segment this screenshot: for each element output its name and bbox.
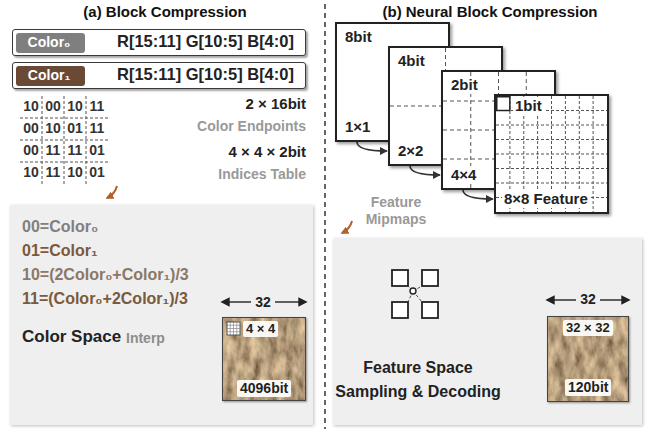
index-cell: 11 [42,164,64,181]
size-caption: Indices Table [116,166,306,183]
interp-panel: 00=Color₀ 01=Color₁ 10=(2Color₀+Color₁)/3 1… [10,205,313,425]
node-text: 00=Color₀ [22,217,98,236]
decode-panel: Feature SpaceSampling & Decoding 32 × 32… [333,238,642,425]
node-text: R[15:11] G[10:5] B[4:0] [117,32,294,52]
mipmap-arrow [463,190,493,199]
panel-divider [324,4,326,429]
node-text: 120bit [565,379,611,396]
flow-arrow [342,221,352,233]
texture-fill [548,317,628,401]
size-caption: Color Endpoints [116,118,306,135]
node-text: Feature Space [333,358,503,377]
node-text: R[15:11] G[10:5] B[4:0] [117,65,294,85]
index-cell: 11 [64,142,86,159]
index-cell: 10 [64,164,86,181]
node-text: 11=(Color₀+2Color₁)/3 [22,289,188,308]
mipmap-arrow [410,166,440,175]
index-cell: 00 [42,98,64,115]
index-cell: 00 [20,142,42,159]
index-cell: 01 [86,164,108,181]
color-chip: Color₁ [16,66,85,86]
node-text: 2×2 [396,142,425,160]
width-label: 32 [572,291,604,308]
index-cell: 10 [42,120,64,137]
index-cell: 11 [42,142,64,159]
node-text: Color Space [22,327,121,347]
index-cell: 10 [64,98,86,115]
width-label: 32 [247,294,279,311]
color-chip: Color₀ [16,33,85,53]
node-text: 1bit [513,97,544,115]
node-text: 4096bit [237,380,291,397]
panel-title: (a) Block Compression [10,3,320,21]
node-text: 10=(2Color₀+Color₁)/3 [22,265,189,284]
index-cell: 11 [86,120,108,137]
node-text: 8bit [343,28,374,46]
size-note: 4 × 4 × 2bit [116,143,306,161]
node-text: 1×1 [343,118,372,136]
node-text: 8×8 Feature [502,190,590,208]
node-text: 4 × 4 [243,321,278,337]
mipmap-arrow [357,142,387,151]
texture-tile: 32 × 32 120bit [547,316,629,402]
panel-title: (b) Neural Block Compression [330,3,650,21]
index-cell: 10 [20,98,42,115]
node-text: 2bit [449,76,480,94]
texture-tile: 4 × 4 4096bit [222,317,306,401]
node-text: 01=Color₁ [22,241,98,260]
texture-fill [223,318,305,400]
index-cell: 00 [20,120,42,137]
feature-grid: 1bit 8×8 Feature [494,94,609,214]
endpoint-bar: R[15:11] G[10:5] B[4:0] Color₀ [12,29,306,56]
node-text: Color₁ [16,67,82,84]
node-text: 4×4 [449,166,478,184]
node-text: 32 × 32 [563,320,613,336]
size-note: 2 × 16bit [116,95,306,113]
index-cell: 10 [20,164,42,181]
sampling-icon [392,270,438,318]
index-cell: 01 [86,142,108,159]
cell-highlight [497,97,510,111]
block-icon [227,322,240,335]
node-text: Interp [126,330,165,347]
flow-arrow [107,186,117,198]
index-grid [20,96,108,184]
index-cell: 01 [64,120,86,137]
endpoint-bar: R[15:11] G[10:5] B[4:0] Color₁ [12,62,306,89]
group-caption: Feature Mipmaps [352,194,440,228]
node-text: 4bit [396,52,427,70]
node-text: Sampling & Decoding [333,382,503,401]
node-text: Color₀ [16,34,82,51]
index-cell: 11 [86,98,108,115]
